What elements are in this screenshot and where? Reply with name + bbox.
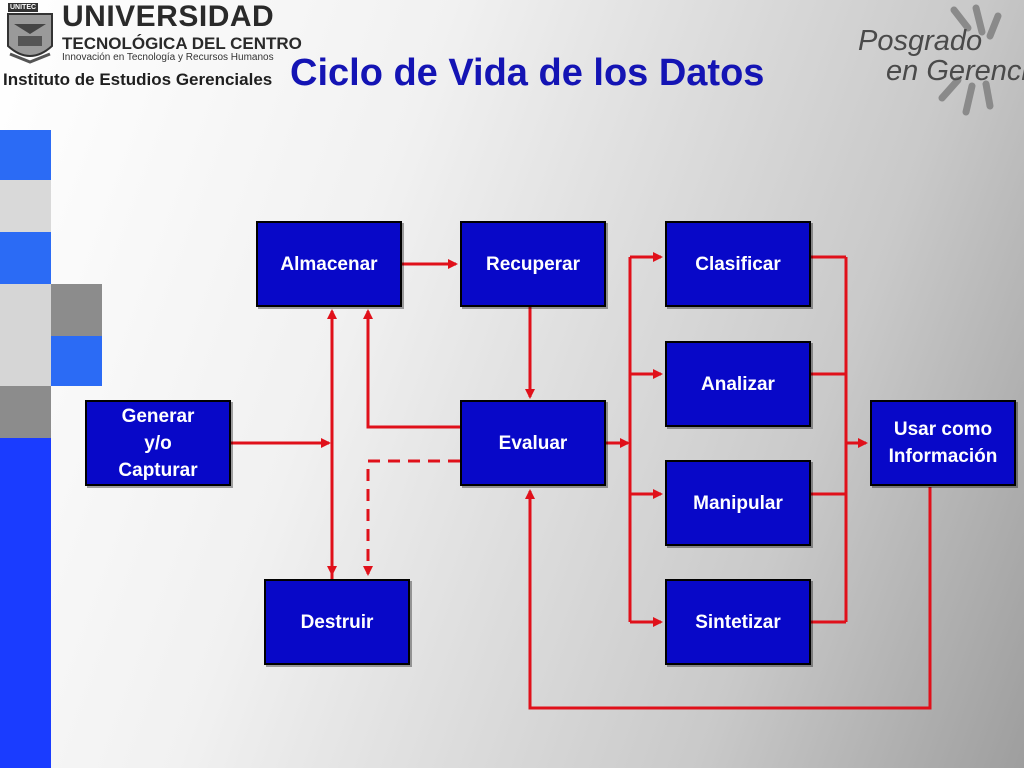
logo-posgrado-line1: Posgrado — [858, 25, 983, 57]
decor-square-8 — [0, 386, 51, 438]
logo-line-tecnologica: TECNOLÓGICA DEL CENTRO — [62, 34, 302, 53]
decor-square-3 — [0, 232, 51, 284]
arrow-dashed-destruir-2 — [363, 459, 460, 576]
node-almacenar: Almacenar — [256, 221, 402, 307]
page-title: Ciclo de Vida de los Datos — [290, 52, 765, 94]
node-clasificar-label: Clasificar — [695, 253, 781, 275]
logo-tag: UNITEC — [8, 3, 39, 12]
node-recuperar: Recuperar — [460, 221, 606, 307]
university-logo: UNITEC UNIVERSIDAD TECNOLÓGICA DEL CENTR… — [0, 0, 302, 95]
node-manipular: Manipular — [665, 460, 811, 546]
node-sintetizar: Sintetizar — [665, 579, 811, 665]
node-recuperar-label: Recuperar — [486, 253, 580, 275]
node-analizar: Analizar — [665, 341, 811, 427]
node-generar-label: Generar y/o Capturar — [118, 405, 198, 481]
decor-square-4 — [0, 284, 51, 336]
decor-bar — [0, 438, 51, 768]
decor-square-5 — [51, 284, 102, 336]
logo-line-innovacion: Innovación en Tecnología y Recursos Huma… — [62, 52, 274, 63]
decor-square-2 — [0, 180, 51, 232]
node-manipular-label: Manipular — [693, 492, 783, 514]
arrow-usar-evaluar — [525, 487, 932, 710]
logo-line-universidad: UNIVERSIDAD — [62, 0, 275, 33]
node-usar-label: Usar como Información — [888, 419, 998, 467]
decor-square-6 — [0, 336, 51, 386]
node-sintetizar-label: Sintetizar — [695, 611, 781, 633]
node-destruir: Destruir — [264, 579, 410, 665]
logo-posgrado-line2: en Gerencia — [886, 55, 1024, 87]
decor-square-1 — [0, 130, 51, 180]
swirl-mark-icon — [938, 4, 1002, 116]
node-almacenar-label: Almacenar — [280, 253, 378, 275]
shield-icon — [7, 13, 53, 64]
node-evaluar: Evaluar — [460, 400, 606, 486]
node-evaluar-label: Evaluar — [498, 432, 568, 454]
node-clasificar: Clasificar — [665, 221, 811, 307]
node-usar: Usar como Información — [870, 400, 1016, 486]
node-analizar-label: Analizar — [701, 373, 775, 395]
logo-line-instituto: Instituto de Estudios Gerenciales — [3, 70, 273, 89]
decor-square-7 — [51, 336, 102, 386]
posgrado-logo: Posgrado en Gerencia — [850, 0, 1024, 120]
node-generar: Generar y/o Capturar — [85, 400, 231, 486]
node-destruir-label: Destruir — [300, 611, 374, 633]
arrow-evaluar-almacenar — [363, 309, 460, 429]
